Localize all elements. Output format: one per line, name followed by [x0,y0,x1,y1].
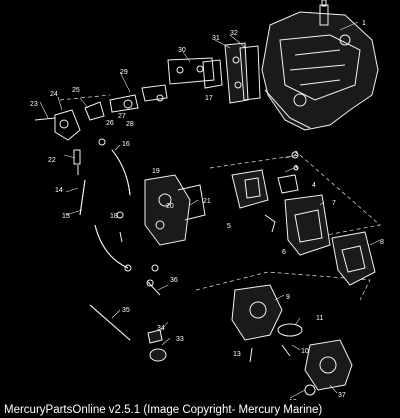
callout-labels: 1 2 3 4 5 6 7 8 9 10 11 12 13 14 15 16 1… [30,20,384,406]
callout-13: 13 [233,351,241,358]
callout-34: 34 [157,325,165,332]
callout-27: 27 [118,113,126,120]
callout-36: 36 [170,277,178,284]
callout-37: 37 [338,392,346,399]
callout-15: 15 [62,213,70,220]
callout-3: 3 [294,165,298,172]
reference-dashed-lines [59,94,381,301]
callout-1: 1 [362,20,366,27]
powerhead-block [261,0,379,131]
callout-21: 21 [203,198,211,205]
callout-10: 10 [301,348,309,355]
callout-17: 17 [205,95,213,102]
callout-23: 23 [30,101,38,108]
callout-33: 33 [176,336,184,343]
callout-29: 29 [120,69,128,76]
callout-18: 18 [110,213,118,220]
small-fasteners [77,138,159,272]
reed-block-parts [34,84,168,141]
callout-5: 5 [227,223,231,230]
callout-14a: 14 [55,187,63,194]
callout-24: 24 [50,91,58,98]
fuel-pump [144,174,206,246]
copyright-caption: MercuryPartsOnline v2.5.1 (Image Copyrig… [4,404,323,416]
carburetor-assembly [231,284,353,396]
callout-2: 2 [294,151,298,158]
callout-28: 28 [126,121,134,128]
diagram-canvas: 1 2 3 4 5 6 7 8 9 10 11 12 13 14 15 16 1… [30,0,384,406]
callout-30: 30 [178,47,186,54]
callout-26: 26 [106,120,114,127]
intake-plates [167,42,261,104]
callout-9: 9 [286,294,290,301]
callout-22: 22 [48,157,56,164]
callout-31: 31 [212,35,220,42]
callout-7: 7 [332,200,336,207]
callout-35: 35 [122,307,130,314]
primer-bulb-parts [89,279,167,362]
fuel-hoses [73,149,131,269]
callout-6: 6 [282,249,286,256]
callout-8: 8 [380,239,384,246]
callout-4: 4 [312,182,316,189]
adaptor-plates [231,151,376,286]
callout-16: 16 [122,141,130,148]
callout-11: 11 [316,315,323,322]
callout-12: 12 [289,399,297,400]
callout-20: 20 [166,203,174,210]
leader-lines [39,21,381,399]
callout-25: 25 [72,87,80,94]
callout-19: 19 [152,168,160,175]
callout-32: 32 [230,30,238,37]
